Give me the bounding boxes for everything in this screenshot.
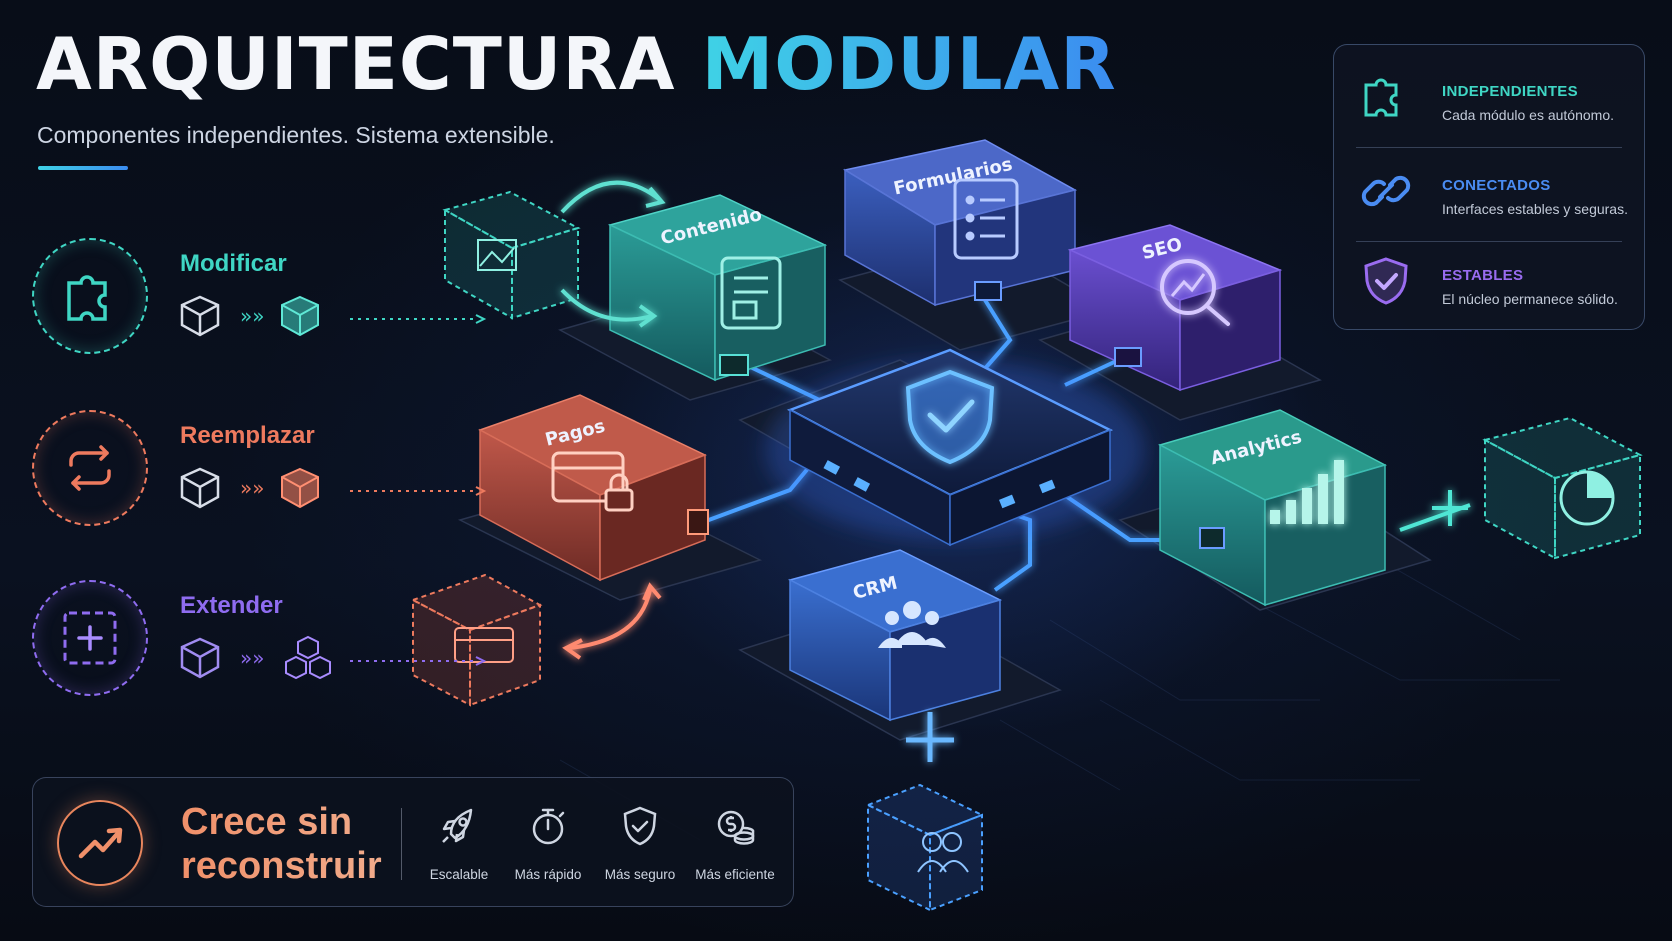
benefit-escalable: Escalable	[414, 804, 504, 888]
module-contenido: Contenido	[607, 194, 828, 382]
cube-filled-icon	[281, 467, 319, 509]
benefit-label: Más rápido	[514, 867, 582, 882]
benefit-mas-seguro: Más seguro	[595, 804, 685, 888]
title-part-2: MODULAR	[701, 22, 1117, 106]
benefit-label: Más seguro	[604, 867, 676, 882]
ghost-users-module	[865, 783, 985, 912]
cube-outline-icon	[180, 637, 220, 679]
bar-chart-icon	[1270, 460, 1344, 524]
swap-arrows-icon	[69, 445, 111, 491]
benefit-mas-rapido: Más rápido	[503, 804, 593, 888]
dotted-arrow	[350, 314, 487, 324]
benefit-label: Más eficiente	[695, 867, 775, 882]
cube-outline-icon	[180, 467, 220, 509]
action-modificar: Modificar »»	[30, 238, 487, 368]
modify-sequence: »»	[180, 295, 319, 337]
benefit-mas-eficiente: Más eficiente	[690, 804, 780, 888]
page-subtitle: Componentes independientes. Sistema exte…	[37, 122, 555, 148]
search-analytics-icon	[1160, 259, 1230, 326]
benefit-label: Escalable	[429, 867, 489, 882]
module-analytics: Analytics	[1158, 409, 1387, 607]
users-group-icon	[878, 601, 946, 648]
feature-title: ESTABLES	[1442, 267, 1524, 284]
feature-title: INDEPENDIENTES	[1442, 83, 1578, 100]
stopwatch-icon	[532, 808, 565, 845]
cube-cluster-icon	[285, 635, 331, 680]
extend-sequence: »»	[180, 635, 331, 680]
arrow-chevrons-icon: »»	[240, 304, 264, 328]
feature-estables: ESTABLES El núcleo permanece sólido.	[1334, 233, 1644, 321]
form-list-icon	[953, 178, 1019, 260]
ghost-image-module	[442, 190, 581, 320]
link-icon	[1361, 175, 1411, 207]
trend-badge	[57, 800, 143, 886]
action-label: Modificar	[180, 250, 287, 277]
cube-outline-icon	[180, 295, 220, 337]
core-shield-icon	[905, 369, 995, 465]
dotted-arrow	[350, 656, 487, 666]
divider	[1356, 147, 1622, 148]
rotate-arrows-icon	[560, 180, 666, 328]
divider	[1356, 241, 1622, 242]
action-ring	[32, 410, 148, 526]
document-icon	[720, 256, 782, 330]
feature-title: CONECTADOS	[1442, 177, 1551, 194]
feature-description: Interfaces estables y seguras.	[1442, 201, 1628, 217]
replace-sequence: »»	[180, 467, 319, 509]
page-title: ARQUITECTURA MODULAR	[36, 28, 1117, 100]
puzzle-icon	[67, 275, 107, 321]
add-square-icon	[63, 611, 117, 665]
growth-headline-line-1: Crece sin	[181, 801, 353, 843]
growth-headline: Crece sin reconstruir	[181, 800, 411, 888]
feature-description: El núcleo permanece sólido.	[1442, 291, 1618, 307]
card-lock-icon	[551, 451, 634, 512]
action-label: Extender	[180, 592, 283, 619]
swap-arrow-icon	[562, 582, 662, 660]
feature-description: Cada módulo es autónomo.	[1442, 107, 1614, 123]
growth-panel: Crece sin reconstruir Escalable Más rápi…	[32, 777, 794, 907]
feature-conectados: CONECTADOS Interfaces estables y seguras…	[1334, 143, 1644, 231]
arrow-chevrons-icon: »»	[240, 646, 264, 670]
arrow-chevrons-icon: »»	[240, 476, 264, 500]
cube-filled-icon	[281, 295, 319, 337]
action-ring	[32, 580, 148, 696]
title-underline	[38, 166, 128, 170]
action-reemplazar: Reemplazar »»	[30, 410, 487, 540]
module-crm: CRM	[787, 549, 1003, 762]
coins-icon	[717, 810, 755, 845]
module-seo: SEO	[1067, 224, 1283, 392]
action-label: Reemplazar	[180, 422, 315, 449]
feature-independientes: INDEPENDIENTES Cada módulo es autónomo.	[1334, 49, 1644, 137]
action-extender: Extender »»	[30, 580, 487, 710]
features-panel: INDEPENDIENTES Cada módulo es autónomo. …	[1333, 44, 1645, 330]
core-module	[765, 348, 1145, 547]
rocket-icon	[442, 808, 473, 843]
title-part-1: ARQUITECTURA	[36, 22, 676, 106]
shield-check-icon	[1364, 257, 1408, 305]
module-pagos: Pagos	[478, 394, 709, 582]
ghost-chart-module	[1482, 416, 1643, 560]
action-ring	[32, 238, 148, 354]
module-formularios: Formularios	[843, 139, 1078, 307]
growth-headline-line-2: reconstruir	[181, 845, 382, 887]
ghost-card-module	[410, 573, 543, 707]
divider	[401, 808, 402, 880]
dotted-arrow	[350, 486, 487, 496]
shield-check-icon	[623, 806, 657, 846]
trend-up-icon	[78, 827, 123, 859]
plus-connector-right	[1399, 490, 1471, 532]
puzzle-icon	[1364, 78, 1398, 117]
